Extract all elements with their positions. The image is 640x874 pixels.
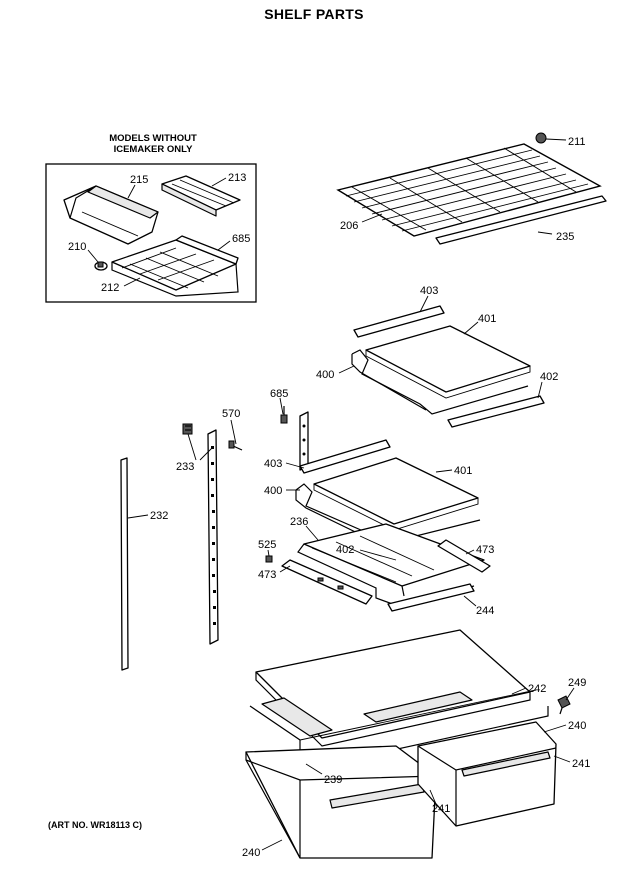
- label-403-upper: 403: [420, 285, 438, 297]
- label-235: 235: [556, 231, 574, 243]
- part-235-rail: [435, 195, 607, 245]
- label-241-left: 241: [432, 803, 450, 815]
- label-402-lower: 402: [336, 544, 354, 556]
- part-244-rail: [387, 583, 475, 612]
- part-403-rear-rail-lower: [299, 439, 391, 474]
- label-242: 242: [528, 683, 546, 695]
- label-232: 232: [150, 510, 168, 522]
- page-title: SHELF PARTS: [264, 6, 364, 22]
- label-400-lower: 400: [264, 485, 282, 497]
- part-402-front-rail-upper: [447, 395, 545, 428]
- part-473-right-rail: [437, 539, 491, 573]
- label-241-right: 241: [572, 758, 590, 770]
- label-249: 249: [568, 677, 586, 689]
- inset-frame: [45, 163, 257, 303]
- part-403-rear-rail-upper: [353, 305, 445, 338]
- label-244: 244: [476, 605, 494, 617]
- part-215-ice-bucket: [63, 185, 159, 245]
- label-236: 236: [290, 516, 308, 528]
- part-401-glass-upper: [365, 325, 531, 399]
- label-210: 210: [68, 241, 86, 253]
- label-233: 233: [176, 461, 194, 473]
- label-212: 212: [101, 282, 119, 294]
- part-400-frame-upper: [351, 349, 529, 415]
- inset-caption-line-2: ICEMAKER ONLY: [113, 144, 193, 155]
- label-403-lower: 403: [264, 458, 282, 470]
- part-570-screw: [228, 440, 243, 451]
- label-239: 239: [324, 774, 342, 786]
- label-400-upper: 400: [316, 369, 334, 381]
- label-401-lower: 401: [454, 465, 472, 477]
- label-685: 685: [270, 388, 288, 400]
- label-685-inset: 685: [232, 233, 250, 245]
- part-213-ice-tray: [161, 175, 241, 217]
- part-249-clip: [557, 695, 571, 715]
- label-402-upper: 402: [540, 371, 558, 383]
- part-210-clip: [94, 261, 108, 271]
- label-570: 570: [222, 408, 240, 420]
- inset-caption-line-1: MODELS WITHOUT: [109, 133, 197, 144]
- part-240-left-crisper-drawer: [245, 745, 437, 859]
- part-233-shelf-support: [182, 423, 193, 435]
- label-211: 211: [568, 136, 586, 148]
- label-240-right: 240: [568, 720, 586, 732]
- part-233-vertical-rail: [207, 429, 219, 645]
- label-215: 215: [130, 174, 148, 186]
- label-525: 525: [258, 539, 276, 551]
- label-213: 213: [228, 172, 246, 184]
- leader-lines: [87, 138, 575, 851]
- art-number: (ART NO. WR18113 C): [48, 820, 143, 830]
- part-241-right-crisper-drawer: [417, 721, 557, 827]
- label-473-right: 473: [476, 544, 494, 556]
- label-240-left: 240: [242, 847, 260, 859]
- part-525-screw: [265, 555, 273, 563]
- part-473-left-rail: [281, 559, 373, 605]
- label-206: 206: [340, 220, 358, 232]
- part-211-clip: [535, 132, 547, 144]
- part-206-wire-shelf: [336, 143, 602, 237]
- label-473-left: 473: [258, 569, 276, 581]
- part-685-screw: [280, 406, 288, 424]
- part-212-ice-shelf-rack: [111, 235, 239, 297]
- inset-caption: MODELS WITHOUT ICEMAKER ONLY: [88, 133, 218, 155]
- shelf-bracket: [299, 411, 309, 471]
- label-401-upper: 401: [478, 313, 496, 325]
- part-232-trim-strip: [120, 457, 129, 671]
